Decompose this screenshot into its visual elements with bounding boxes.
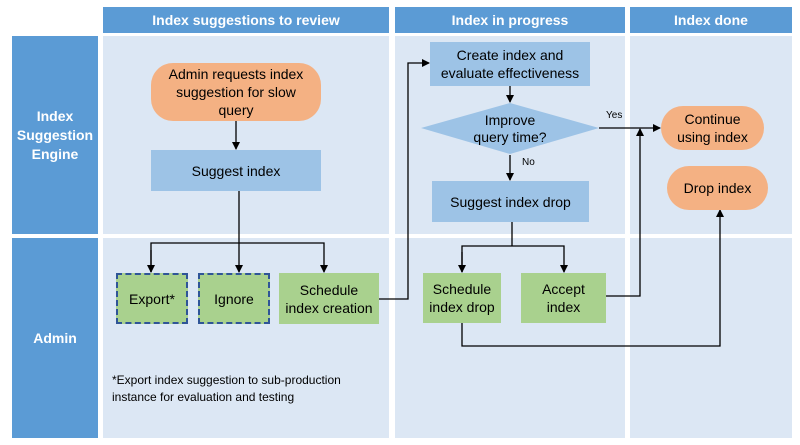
row-header-engine-line: Index: [36, 107, 74, 124]
node-admin-requests: Admin requests index suggestion for slow…: [151, 63, 321, 121]
node-schedule-drop-line: index drop: [429, 299, 495, 315]
node-suggest-drop: Suggest index drop: [432, 181, 589, 222]
edge-schedule-to-create: [379, 59, 430, 300]
header-index-suggestions-label: Index suggestions to review: [152, 12, 340, 28]
node-schedule-drop: Schedule index drop: [423, 273, 501, 323]
label-yes-text: Yes: [606, 110, 623, 121]
node-schedule-creation-line: Schedule: [299, 281, 359, 298]
row-header-engine: Index Suggestion Engine: [12, 36, 98, 234]
panel-done-admin: [630, 238, 792, 438]
node-schedule-creation-line: index creation: [285, 299, 373, 316]
edge-schedule-drop-to-drop: [461, 209, 724, 347]
header-index-suggestions: Index suggestions to review: [103, 7, 389, 33]
footnote-line: *Export index suggestion to sub-producti…: [112, 373, 341, 387]
header-index-done-label: Index done: [674, 12, 748, 28]
row-header-engine-line: Engine: [31, 145, 79, 162]
row-header-admin-label: Admin: [33, 329, 77, 346]
node-create-index-line: evaluate effectiveness: [440, 65, 580, 81]
node-accept-index: Accept index: [521, 273, 606, 323]
node-ignore-label: Ignore: [214, 290, 254, 307]
node-create-index: Create index and evaluate effectiveness: [430, 42, 590, 86]
node-improve-diamond: [421, 103, 599, 154]
node-improve-line: query time?: [473, 129, 547, 145]
header-index-in-progress: Index in progress: [395, 7, 625, 33]
row-header-engine-line: Suggestion: [16, 126, 94, 143]
node-suggest-drop-label: Suggest index drop: [450, 193, 571, 210]
node-admin-requests-line: Admin requests index: [168, 66, 304, 82]
edge-accept-to-continue: [606, 128, 644, 297]
node-drop-index-label: Drop index: [683, 180, 752, 196]
header-index-done: Index done: [630, 7, 792, 33]
node-accept-index-line: Accept: [542, 281, 585, 297]
node-drop-index: Drop index: [667, 166, 768, 210]
footnote: *Export index suggestion to sub-producti…: [112, 372, 387, 406]
label-yes: Yes: [606, 110, 622, 121]
node-continue-line: Continue: [684, 111, 741, 127]
label-no-text: No: [522, 157, 535, 168]
node-continue-line: using index: [677, 129, 748, 145]
node-export: Export*: [116, 273, 188, 324]
node-admin-requests-line: query: [218, 102, 254, 118]
node-suggest-index: Suggest index: [151, 150, 321, 191]
node-schedule-creation: Schedule index creation: [279, 273, 379, 324]
node-create-index-line: Create index and: [456, 47, 564, 63]
panel-progress-admin: [395, 238, 625, 438]
node-schedule-drop-line: Schedule: [432, 281, 492, 297]
footnote-line: instance for evaluation and testing: [112, 390, 295, 404]
row-header-admin: Admin: [12, 238, 98, 438]
node-improve-line: Improve: [484, 112, 536, 128]
label-no: No: [522, 157, 535, 168]
node-admin-requests-line: suggestion for slow: [176, 84, 296, 100]
node-ignore: Ignore: [198, 273, 270, 324]
node-suggest-index-label: Suggest index: [191, 162, 281, 179]
node-accept-index-line: index: [546, 299, 581, 315]
node-continue: Continue using index: [661, 106, 764, 150]
node-export-label: Export*: [129, 290, 175, 307]
node-improve: Improve query time?: [450, 110, 570, 148]
header-index-in-progress-label: Index in progress: [451, 12, 569, 28]
